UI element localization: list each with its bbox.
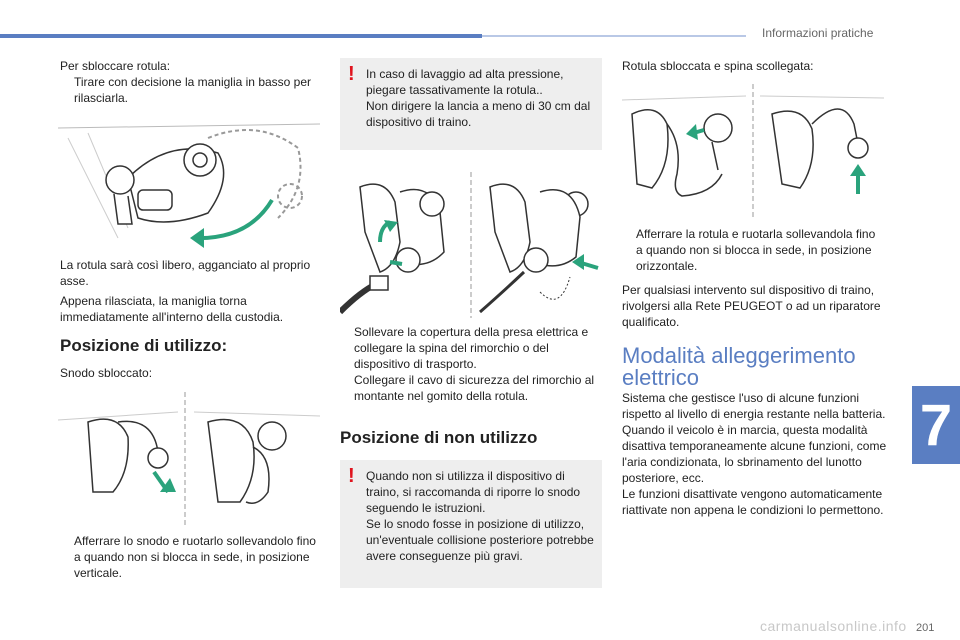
warning-text: Quando non si utilizza il dispositivo di… [366,469,594,563]
bullet-icon [60,74,74,106]
warning-icon: ! [348,465,355,487]
list-item: Sollevare la copertura della presa elett… [340,324,602,372]
use-instructions: Afferrare lo snodo e ruotarlo sollevando… [60,533,320,581]
service-text: Per qualsiasi intervento sul dispositivo… [622,283,881,329]
figure-unlock-handle [58,118,320,254]
warning-text: In caso di lavaggio ad alta pressione, p… [366,67,591,129]
warning-box-nonuse: ! Quando non si utilizza il dispositivo … [340,460,602,588]
unlock-title: Per sbloccare rotula: [60,59,171,73]
eco-mode-text: Sistema che gestisce l'uso di alcune fun… [622,391,887,517]
list-item: Afferrare la rotula e ruotarla sollevand… [622,226,884,274]
connection-instructions: Sollevare la copertura della presa elett… [340,324,602,404]
list-item: Afferrare lo snodo e ruotarlo sollevando… [60,533,320,581]
warning-box-wash: ! In caso di lavaggio ad alta pressione,… [340,58,602,150]
watermark: carmanualsonline.info [760,618,907,634]
bullet-icon [340,372,354,404]
heading-eco-mode: Modalità alleggerimento elettrico [622,343,856,390]
heading-use-position: Posizione di utilizzo: [60,336,228,355]
heading-nonuse-position: Posizione di non utilizzo [340,428,538,447]
figure-socket-connection [340,172,602,318]
chapter-tab: 7 [912,386,960,464]
rotate-instructions: Afferrare la rotula e ruotarla sollevand… [622,226,884,274]
page-number: 201 [916,622,935,634]
unlock-result-text: La rotula sarà così libero, agganciato a… [60,258,311,324]
released-label: Rotula sbloccata e spina scollegata: [622,59,814,73]
bullet-icon [340,324,354,372]
unlock-instructions: Per sbloccare rotula: Tirare con decisio… [60,58,320,106]
bullet-icon [60,533,74,581]
figure-use-rotation [58,392,320,526]
section-title: Informazioni pratiche [762,26,874,40]
warning-icon: ! [348,63,355,85]
figure-released-rotation [622,84,884,218]
unlocked-label: Snodo sbloccato: [60,366,153,380]
list-item: Collegare il cavo di sicurezza del rimor… [340,372,602,404]
list-item: Tirare con decisione la maniglia in bass… [60,74,320,106]
bullet-icon [622,226,636,274]
header-accent-line [482,35,746,37]
header-accent-bar [0,34,482,38]
